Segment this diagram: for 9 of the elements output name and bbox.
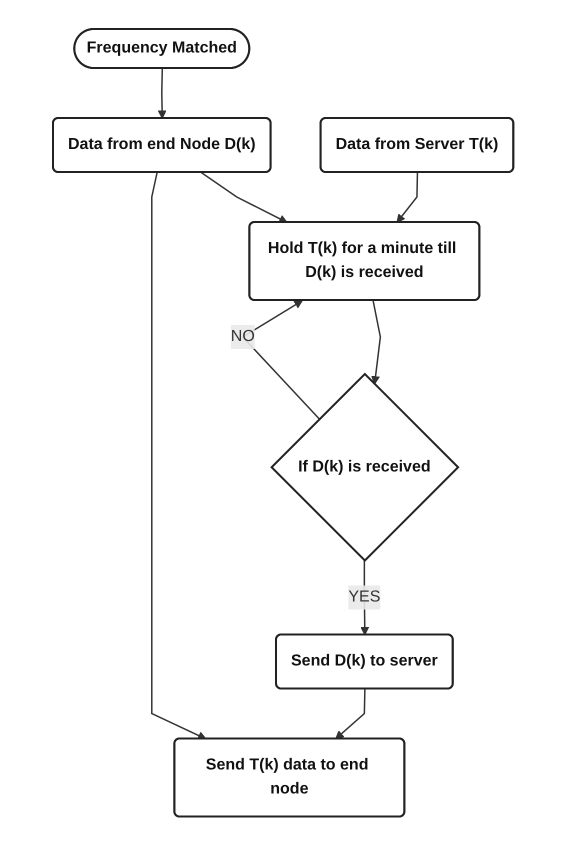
arrow [201,172,288,224]
arrow [158,68,167,120]
node-diamond: If D(k) is received [270,372,460,562]
arrow [336,689,366,740]
arrow [151,172,207,740]
arrow [396,172,419,224]
edge-label: NO [231,328,256,346]
arrow [372,300,382,385]
edge-label: YES [348,588,381,606]
